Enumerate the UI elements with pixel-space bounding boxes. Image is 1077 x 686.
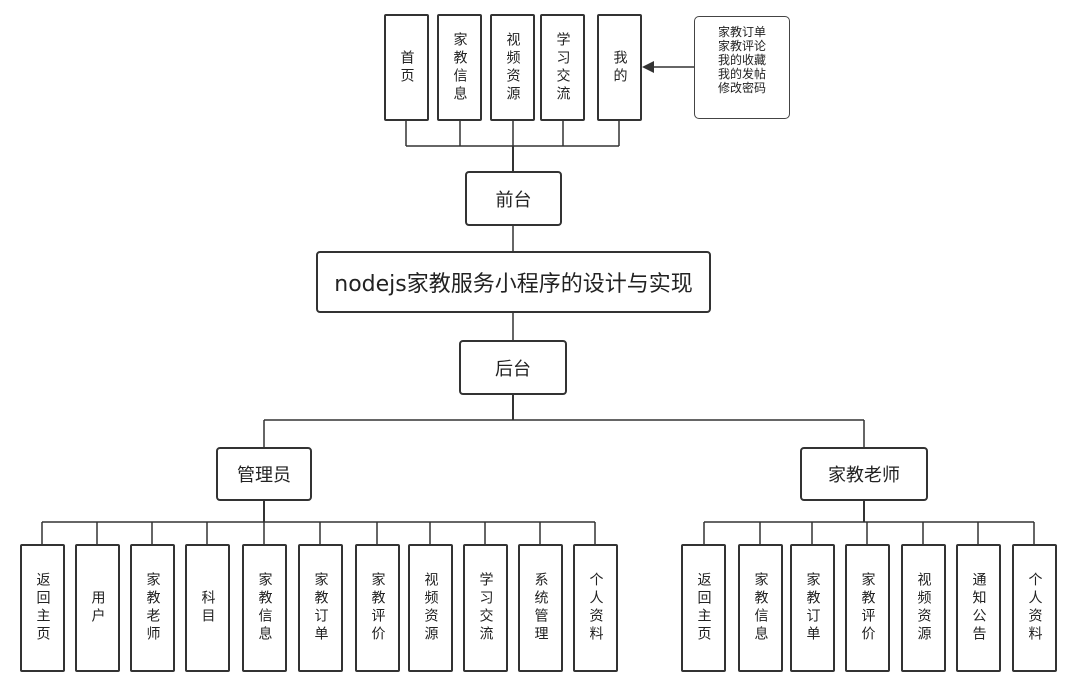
teacher-item-label: 家教订单 xyxy=(804,572,821,644)
front-item-video: 视频资源 xyxy=(490,14,535,121)
system-title: nodejs家教服务小程序的设计与实现 xyxy=(334,272,693,297)
admin-item-tutor-info: 家教信息 xyxy=(242,544,287,672)
admin-item-video: 视频资源 xyxy=(408,544,453,672)
admin-item-label: 家教老师 xyxy=(144,572,161,644)
admin-item-study: 学习交流 xyxy=(463,544,508,672)
teacher-item-notices: 通知公告 xyxy=(956,544,1001,672)
teacher-item-video: 视频资源 xyxy=(901,544,946,672)
teacher-item-label: 家教信息 xyxy=(752,572,769,644)
admin-item-label: 家教信息 xyxy=(256,572,273,644)
teacher-item-profile: 个人资料 xyxy=(1012,544,1057,672)
frontend-node: 前台 xyxy=(465,171,562,226)
front-item-study: 学习交流 xyxy=(540,14,585,121)
teacher-item-reviews: 家教评价 xyxy=(845,544,890,672)
admin-item-label: 个人资料 xyxy=(587,572,604,644)
submenu-item: 我的发帖 xyxy=(717,67,766,81)
front-item-label: 我的 xyxy=(611,49,628,86)
admin-item-system: 系统管理 xyxy=(518,544,563,672)
admin-item-label: 用户 xyxy=(89,590,106,626)
admin-item-users: 用户 xyxy=(75,544,120,672)
teacher-item-label: 视频资源 xyxy=(915,572,932,644)
admin-item-label: 科目 xyxy=(199,590,216,626)
admin-item-home: 返回主页 xyxy=(20,544,65,672)
teacher-item-label: 家教评价 xyxy=(859,572,876,644)
admin-item-teachers: 家教老师 xyxy=(130,544,175,672)
front-item-tutor-info: 家教信息 xyxy=(437,14,482,121)
front-item-home: 首页 xyxy=(384,14,429,121)
admin-item-subjects: 科目 xyxy=(185,544,230,672)
teacher-item-label: 通知公告 xyxy=(970,572,987,644)
mine-submenu-note: 家教订单 家教评论 我的收藏 我的发帖 修改密码 xyxy=(694,16,790,119)
admin-item-label: 系统管理 xyxy=(532,572,549,644)
submenu-item: 修改密码 xyxy=(717,81,766,95)
backend-node: 后台 xyxy=(459,340,567,395)
admin-item-reviews: 家教评价 xyxy=(355,544,400,672)
teacher-node: 家教老师 xyxy=(800,447,928,501)
admin-item-label: 视频资源 xyxy=(422,572,439,644)
system-title-node: nodejs家教服务小程序的设计与实现 xyxy=(316,251,711,313)
submenu-item: 家教订单 xyxy=(717,25,766,39)
admin-item-label: 学习交流 xyxy=(477,572,494,644)
teacher-item-home: 返回主页 xyxy=(681,544,726,672)
teacher-item-label: 个人资料 xyxy=(1026,572,1043,644)
front-item-mine: 我的 xyxy=(597,14,642,121)
teacher-item-label: 返回主页 xyxy=(695,572,712,644)
frontend-label: 前台 xyxy=(495,189,532,211)
teacher-item-tutor-info: 家教信息 xyxy=(738,544,783,672)
front-item-label: 学习交流 xyxy=(554,31,571,104)
submenu-item: 家教评论 xyxy=(717,39,766,53)
admin-item-label: 家教订单 xyxy=(312,572,329,644)
teacher-item-orders: 家教订单 xyxy=(790,544,835,672)
teacher-label: 家教老师 xyxy=(828,465,900,486)
backend-label: 后台 xyxy=(495,358,531,380)
front-item-label: 首页 xyxy=(398,49,415,86)
admin-item-profile: 个人资料 xyxy=(573,544,618,672)
admin-label: 管理员 xyxy=(237,465,291,486)
admin-node: 管理员 xyxy=(216,447,312,501)
admin-item-orders: 家教订单 xyxy=(298,544,343,672)
submenu-item: 我的收藏 xyxy=(717,53,766,67)
admin-item-label: 返回主页 xyxy=(34,572,51,644)
admin-item-label: 家教评价 xyxy=(369,572,386,644)
front-item-label: 家教信息 xyxy=(451,31,468,104)
front-item-label: 视频资源 xyxy=(504,31,521,104)
